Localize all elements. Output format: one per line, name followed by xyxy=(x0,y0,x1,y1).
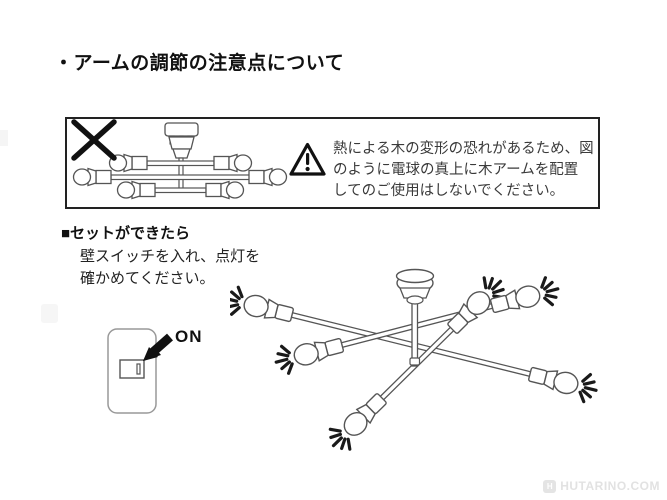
wall-switch-illustration xyxy=(107,328,173,414)
page-title: ・アームの調節の注意点について xyxy=(54,53,345,74)
watermark: H HUTARINO.COM xyxy=(543,479,660,493)
warning-line: のように電球の真上に木アームを配置 xyxy=(333,162,579,178)
section-heading: ■セットができたら xyxy=(61,225,191,242)
canopy xyxy=(395,268,435,367)
caution-box: 熱による木の変形の恐れがあるため、図 のように電球の真上に木アームを配置 しての… xyxy=(65,117,600,209)
warning-line: 熱による木の変形の恐れがあるため、図 xyxy=(333,141,594,157)
warning-text: 熱による木の変形の恐れがあるため、図 のように電球の真上に木アームを配置 しての… xyxy=(333,139,594,202)
instruction-text: 壁スイッチを入れ、点灯を 確かめてください。 xyxy=(80,246,260,290)
warning-line: してのご使用はしないでください。 xyxy=(333,183,565,199)
lit-chandelier-illustration xyxy=(230,268,601,457)
scan-artifact xyxy=(41,304,58,323)
on-label: ON xyxy=(175,327,203,346)
hutarino-logo-icon: H xyxy=(543,479,557,493)
instruction-line: 確かめてください。 xyxy=(80,270,215,287)
arrow-icon xyxy=(143,333,173,361)
scan-artifact xyxy=(0,130,8,146)
watermark-text: HUTARINO.COM xyxy=(560,479,660,493)
instruction-line: 壁スイッチを入れ、点灯を xyxy=(80,248,261,265)
x-mark-icon xyxy=(71,119,117,161)
warning-triangle-icon xyxy=(289,142,326,176)
prohibited-fixture-illustration xyxy=(71,119,288,200)
